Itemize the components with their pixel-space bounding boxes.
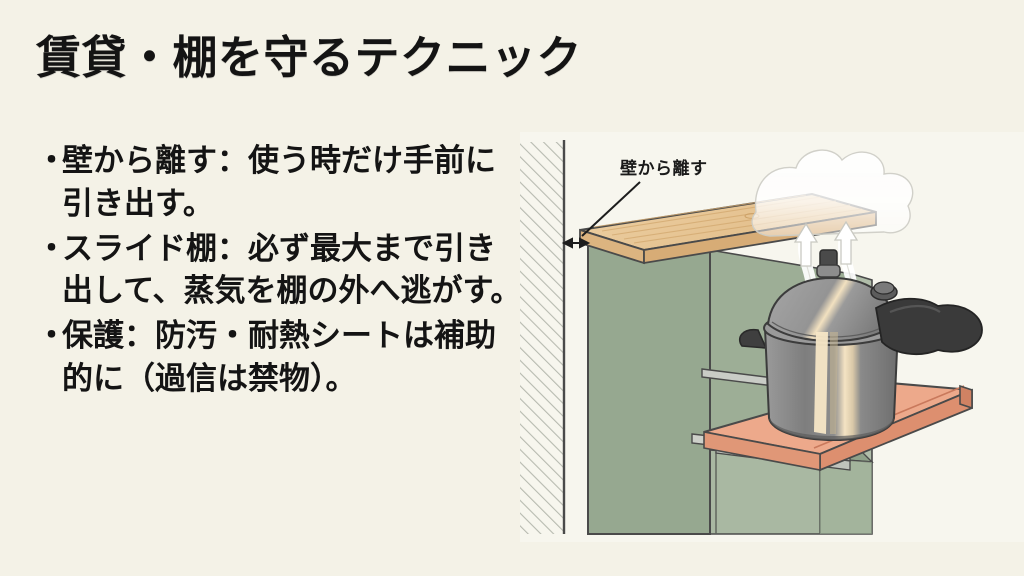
list-item-text: 壁から離す：使う時だけ手前に引き出す。 <box>62 143 496 221</box>
steam-up-arrow-icon <box>793 220 859 267</box>
pressure-cooker <box>738 249 983 442</box>
page-title: 賃貸・棚を守るテクニック <box>36 32 583 83</box>
bullet-marker-icon: ・ <box>36 143 67 178</box>
list-item: ・ スライド棚：必ず最大まで引き出して、蒸気を棚の外へ逃がす。 <box>36 228 526 314</box>
list-item: ・ 保護：防汚・耐熱シートは補助的に（過信は禁物）。 <box>36 315 526 401</box>
wall-gap-label: 壁から離す <box>620 159 708 178</box>
lid-knob-icon <box>870 281 898 301</box>
list-item: ・ 壁から離す：使う時だけ手前に引き出す。 <box>36 140 526 226</box>
list-item-text: 保護：防汚・耐熱シートは補助的に（過信は禁物）。 <box>62 318 496 396</box>
pressure-regulator-icon <box>816 249 841 278</box>
cabinet-illustration <box>520 132 1024 542</box>
bullet-list: ・ 壁から離す：使う時だけ手前に引き出す。 ・ スライド棚：必ず最大まで引き出し… <box>36 140 526 403</box>
hatched-wall <box>520 140 566 534</box>
salmon-slide-out-shelf <box>703 380 973 472</box>
list-item-text: スライド棚：必ず最大まで引き出して、蒸気を棚の外へ逃がす。 <box>62 230 522 309</box>
bullet-marker-icon: ・ <box>36 318 67 354</box>
bullet-marker-icon: ・ <box>36 230 67 266</box>
